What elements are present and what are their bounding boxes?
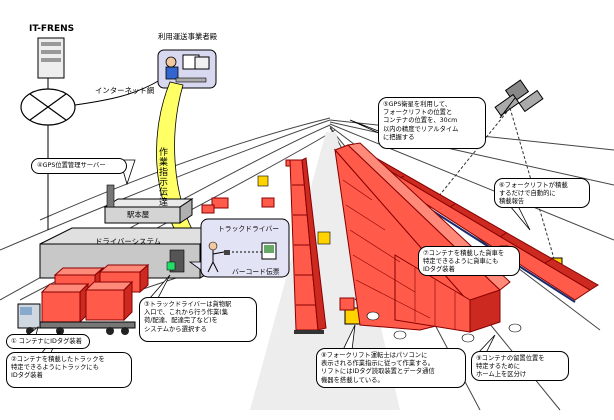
operator-label: 利用運送事業者殿 [158,32,218,41]
gps-server-callout: ④GPS位置管理サーバー [31,158,127,174]
station-label: 駅本屋 [127,210,150,219]
internet-node [20,75,161,230]
callout-5: ⑥フォークリフトが積載 するだけで自動的に 積載報告 [494,178,590,208]
callout-1: ① コンテナにIDタグ装着 [6,334,90,349]
truck-driver-label: トラックドライバー [218,225,280,233]
callout-2: ②コンテナを積載したトラックを 特定できるようにトラックにも IDタグ装着 [6,352,132,388]
callout-6: ⑦コンテナを積載した貨車を 特定できるように貨車にも IDタグ装着 [418,246,520,276]
barcode-label: バーコード伝票 [232,268,280,276]
callout-7: ⑧フォークリフト運転士はパソコンに 表示される作業指示に従って作業する。 リフト… [316,348,466,388]
satellite-icon [494,79,544,119]
entrance-gate-icon [166,249,185,273]
station-building [103,198,194,224]
platform-zone-markers [366,311,522,343]
driver-system-label: ドライバーシステム [95,237,161,246]
internet-label: インターネット網 [95,86,155,95]
truck-driver-panel [200,218,290,278]
small-containers [201,159,295,214]
it-frens-label: IT-FRENS [29,24,75,34]
operator-workstation-icon [157,49,217,89]
gps-server-icon [106,184,115,208]
callout-3: ③トラックドライバーは貨物駅 入口で、これから行う作業(集 荷/配達、配達完了な… [139,297,257,342]
callout-4: ⑤GPS衛星を利用して、 フォークリフトの位置と コンテナの位置を、30cm 以… [378,97,486,149]
it-frens-server-icon [37,37,65,79]
container-trucks [17,263,150,335]
truck-driver-panel-pointer [188,261,202,271]
instruction-label: 作業指示伝達 [158,148,168,208]
callout-8: ⑨コンテナの留置位置を 特定するために ホーム上を区分け [471,351,569,381]
freight-train-left [289,157,327,334]
platform [250,132,400,410]
